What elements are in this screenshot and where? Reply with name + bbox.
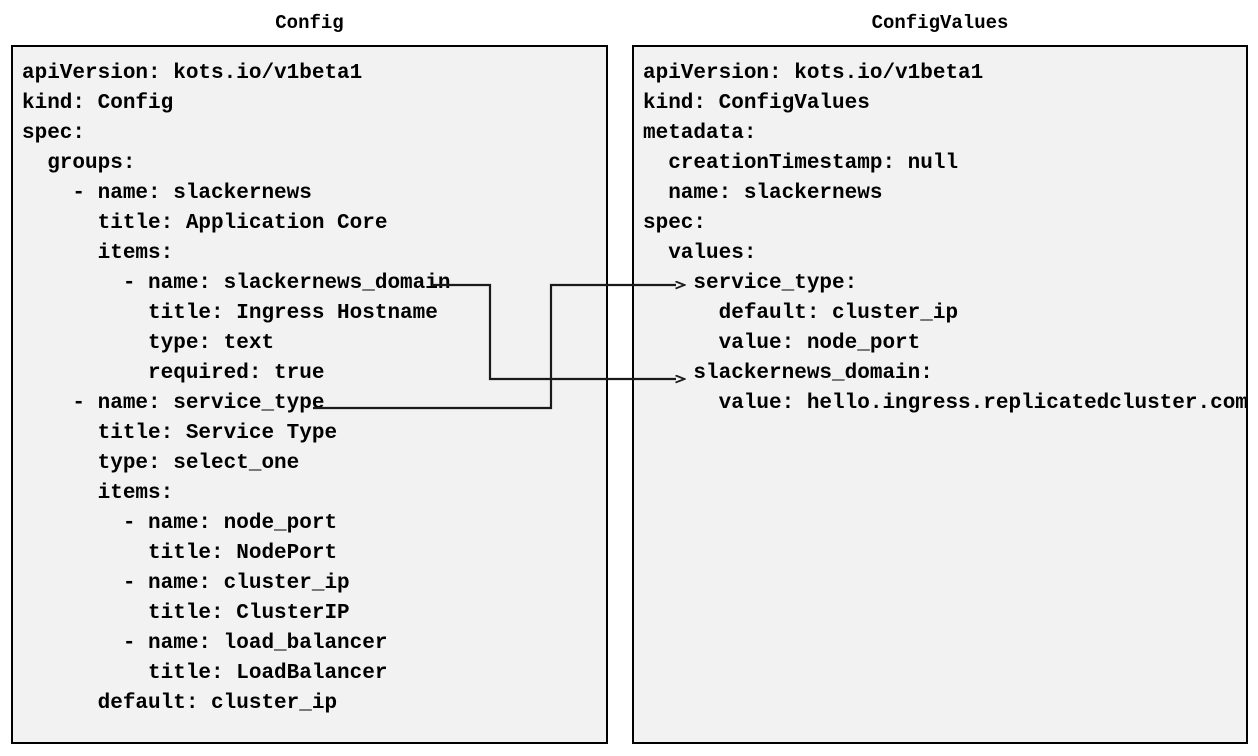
configvalues-yaml-line: spec: xyxy=(643,212,707,235)
configvalues-yaml-line: value: node_port xyxy=(643,332,921,355)
configvalues-yaml-line: name: slackernews xyxy=(643,182,883,205)
config-yaml-line: - name: service_type xyxy=(22,392,325,415)
config-yaml-line: items: xyxy=(22,242,174,265)
config-yaml-line: required: true xyxy=(22,362,325,385)
config-yaml-line: - name: slackernews xyxy=(22,182,312,205)
configvalues-yaml-line: slackernews_domain: xyxy=(643,362,933,385)
config-yaml-line: title: ClusterIP xyxy=(22,602,350,625)
config-yaml-line: kind: Config xyxy=(22,92,174,115)
configvalues-yaml-line: value: hello.ingress.replicatedcluster.c… xyxy=(643,392,1248,415)
configvalues-column-title: ConfigValues xyxy=(871,12,1009,34)
configvalues-yaml-line: creationTimestamp: null xyxy=(643,152,959,175)
config-yaml-line: spec: xyxy=(22,122,86,145)
config-column-title: Config xyxy=(275,12,344,34)
configvalues-yaml-panel: apiVersion: kots.io/v1beta1 kind: ConfigV… xyxy=(632,45,1248,744)
config-yaml-line: groups: xyxy=(22,152,136,175)
config-yaml-line: title: Ingress Hostname xyxy=(22,302,438,325)
config-yaml-line: title: Application Core xyxy=(22,212,388,235)
config-yaml-line: type: select_one xyxy=(22,452,300,475)
config-yaml-line: default: cluster_ip xyxy=(22,692,338,715)
config-yaml-line: - name: node_port xyxy=(22,512,338,535)
config-yaml-line: - name: load_balancer xyxy=(22,632,388,655)
config-yaml-line: title: LoadBalancer xyxy=(22,662,388,685)
configvalues-yaml-text: apiVersion: kots.io/v1beta1 kind: ConfigV… xyxy=(643,59,1248,419)
config-yaml-panel: apiVersion: kots.io/v1beta1 kind: Config s… xyxy=(11,45,608,744)
configvalues-yaml-line: values: xyxy=(643,242,757,265)
config-yaml-line: items: xyxy=(22,482,174,505)
configvalues-yaml-line: service_type: xyxy=(643,272,858,295)
config-yaml-line: - name: slackernews_domain xyxy=(22,272,451,295)
config-yaml-line: title: Service Type xyxy=(22,422,338,445)
configvalues-yaml-line: default: cluster_ip xyxy=(643,302,959,325)
config-yaml-line: type: text xyxy=(22,332,275,355)
config-yaml-text: apiVersion: kots.io/v1beta1 kind: Config s… xyxy=(22,59,602,719)
config-yaml-line: - name: cluster_ip xyxy=(22,572,350,595)
configvalues-yaml-line: kind: ConfigValues xyxy=(643,92,870,115)
config-yaml-line: title: NodePort xyxy=(22,542,338,565)
configvalues-yaml-line: metadata: xyxy=(643,122,757,145)
config-yaml-line: apiVersion: kots.io/v1beta1 xyxy=(22,62,363,85)
configvalues-yaml-line: apiVersion: kots.io/v1beta1 xyxy=(643,62,984,85)
